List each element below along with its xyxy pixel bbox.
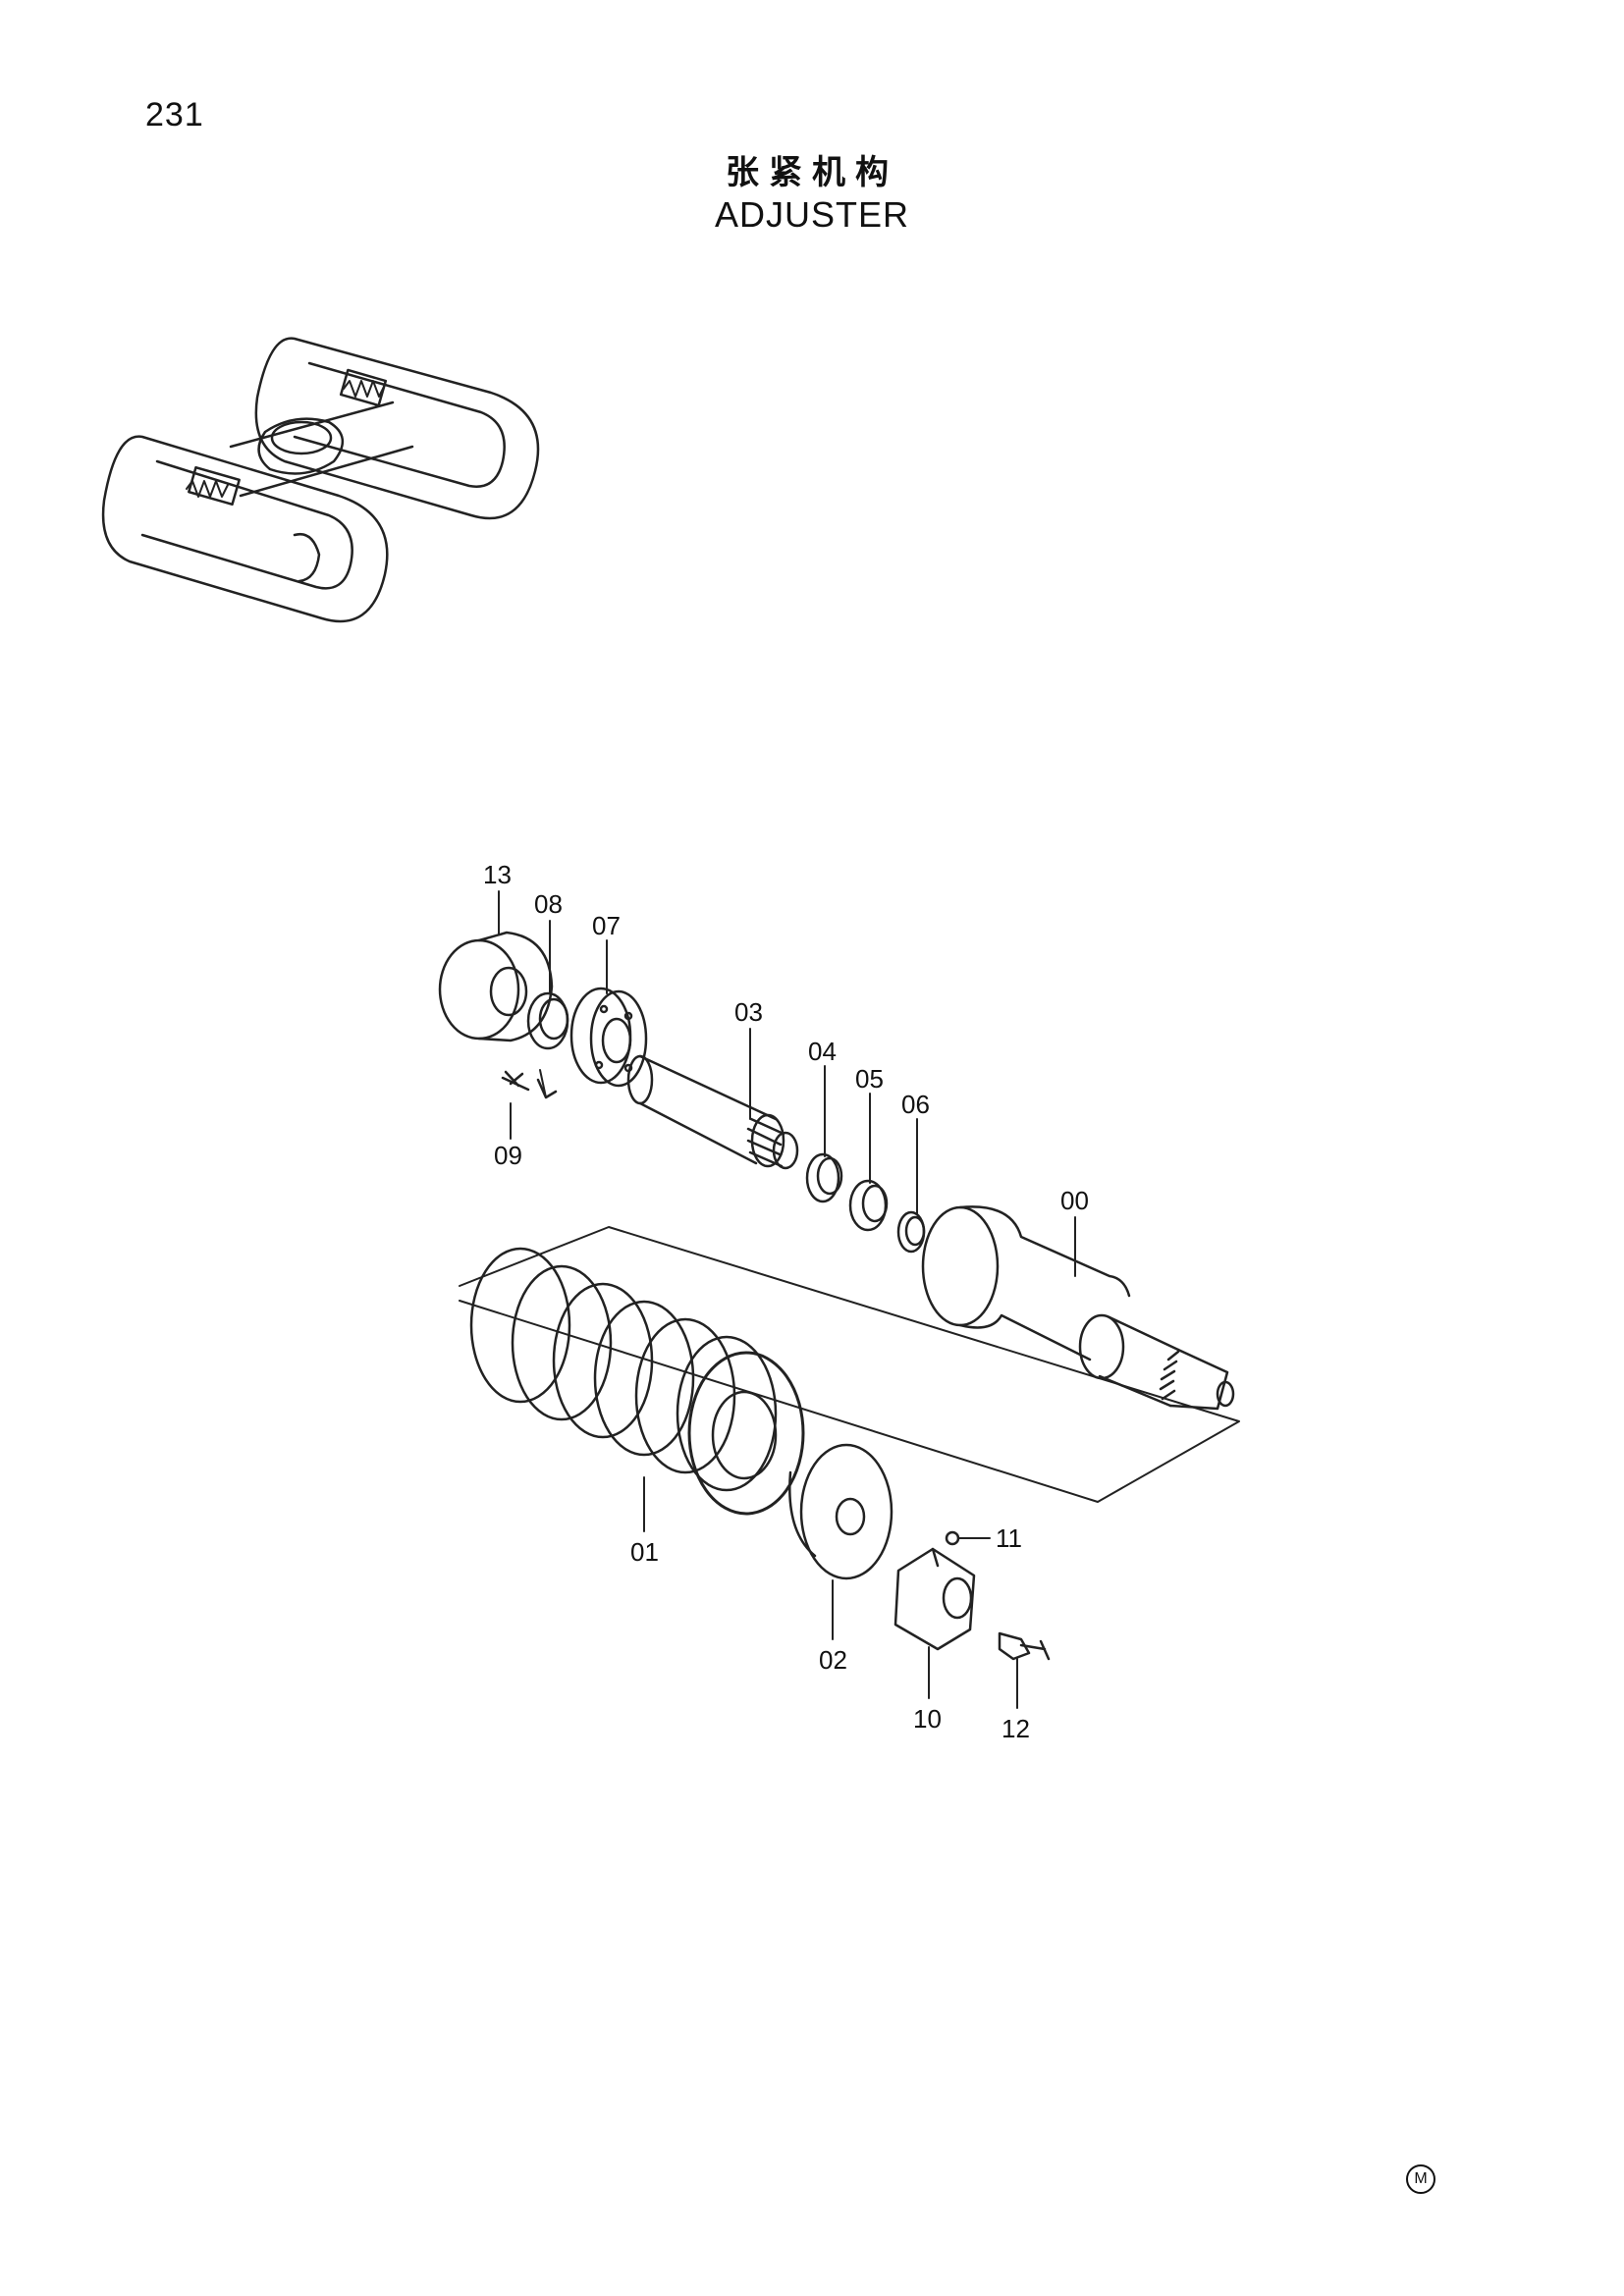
callout-13: 13 — [483, 860, 512, 889]
part-05-ring — [848, 1179, 889, 1232]
callout-04: 04 — [808, 1037, 837, 1066]
callout-12: 12 — [1001, 1714, 1030, 1743]
part-08-ring — [526, 991, 569, 1050]
part-03-rod — [626, 1054, 799, 1170]
leader-lines — [498, 890, 1076, 1709]
page-number: 231 — [145, 96, 204, 133]
part-07-flange — [569, 987, 648, 1088]
callout-06: 06 — [901, 1090, 930, 1119]
undercarriage-overview-illustration — [101, 337, 540, 623]
part-10-valve-block — [893, 1547, 976, 1651]
callout-05: 05 — [855, 1064, 884, 1094]
part-01-spring — [469, 1247, 805, 1516]
part-12-grease-nipple — [998, 1631, 1051, 1661]
part-09-bolt — [501, 1070, 558, 1099]
part-04-seal — [805, 1152, 843, 1203]
callout-08: 08 — [534, 889, 563, 919]
callout-09: 09 — [494, 1141, 522, 1170]
m-circle-mark: M — [1406, 2164, 1435, 2194]
part-00-cylinder — [921, 1205, 1235, 1411]
title-chinese: 张紧机构 — [726, 153, 898, 192]
callout-10: 10 — [913, 1704, 942, 1734]
callout-07: 07 — [592, 911, 621, 940]
callout-03: 03 — [734, 997, 763, 1027]
part-02-spring-seat — [788, 1443, 893, 1580]
part-11-ball — [945, 1530, 960, 1546]
title-english: ADJUSTER — [714, 194, 910, 235]
part-13-end-cap — [438, 931, 554, 1042]
callout-02: 02 — [819, 1645, 847, 1675]
callout-01: 01 — [630, 1537, 659, 1567]
callout-11: 11 — [996, 1523, 1022, 1553]
part-06-snap-ring — [896, 1210, 926, 1254]
callout-00: 00 — [1060, 1186, 1089, 1215]
